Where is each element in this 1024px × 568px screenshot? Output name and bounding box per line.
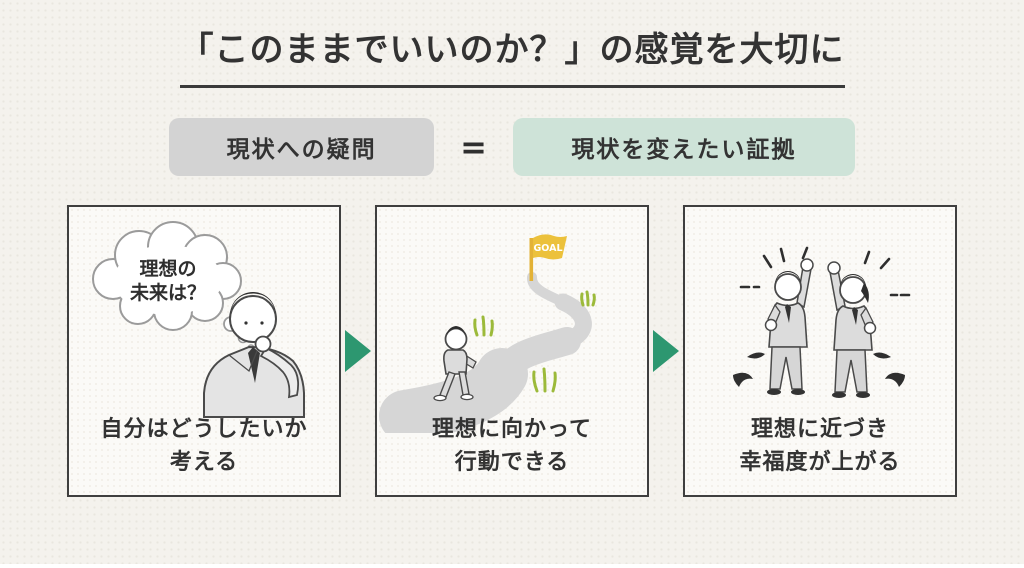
- change-evidence-label: 現状を変えたい証拠: [571, 136, 797, 163]
- arrow-cell-1: [341, 205, 375, 497]
- equation-row: 現状への疑問 = 現状を変えたい証拠: [0, 117, 1024, 176]
- current-doubt-label: 現状への疑問: [226, 136, 377, 163]
- grass-tufts: [473, 290, 596, 393]
- goal-flag-label: GOAL: [533, 243, 562, 254]
- goal-flag-icon: GOAL: [529, 234, 567, 281]
- bottom-white-strip: [0, 564, 1024, 568]
- leaf-spark-shapes: [733, 352, 905, 387]
- bubble-text-line1: 理想の: [139, 257, 196, 280]
- thinking-man-figure: [203, 291, 305, 418]
- thought-bubble-icon: 理想の 未来は？: [92, 220, 255, 352]
- step-caption-think: 自分はどうしたいか 考える: [100, 416, 308, 475]
- page-title: 「このままでいいのか？」の感覚を大切に: [179, 30, 845, 88]
- path-to-goal-illustration: GOAL: [379, 234, 596, 433]
- bubble-text-line2: 未来は？: [129, 281, 206, 304]
- change-evidence-box: 現状を変えたい証拠: [512, 117, 855, 176]
- title-area: 「このままでいいのか？」の感覚を大切に: [0, 30, 1024, 88]
- step-card-action: GOAL 理想に向かって 行動できる: [375, 204, 649, 497]
- step-caption-action: 理想に向かって 行動できる: [432, 416, 592, 475]
- step-card-happy: 理想に近づき 幸福度が上がる: [683, 204, 957, 497]
- equals-sign: =: [460, 127, 487, 166]
- walking-person-figure: [433, 325, 477, 402]
- arrow-right-icon: [653, 329, 679, 372]
- arrow-right-icon: [345, 329, 371, 372]
- celebrating-woman-figure: [827, 261, 877, 398]
- current-doubt-box: 現状への疑問: [169, 117, 435, 176]
- step-card-think: 理想の 未来は？ 自分はどうしたいか 考える: [67, 204, 341, 497]
- thinking-person-illustration: 理想の 未来は？: [92, 220, 305, 418]
- arrow-cell-2: [649, 205, 683, 497]
- steps-row: 理想の 未来は？ 自分はどうしたいか 考える: [0, 204, 1024, 497]
- celebrating-people-illustration: [733, 246, 911, 398]
- winding-road: [379, 271, 592, 433]
- celebrating-man-figure: [764, 258, 814, 395]
- step-caption-happy: 理想に近づき 幸福度が上がる: [739, 416, 901, 475]
- emphasis-lines: [739, 246, 911, 297]
